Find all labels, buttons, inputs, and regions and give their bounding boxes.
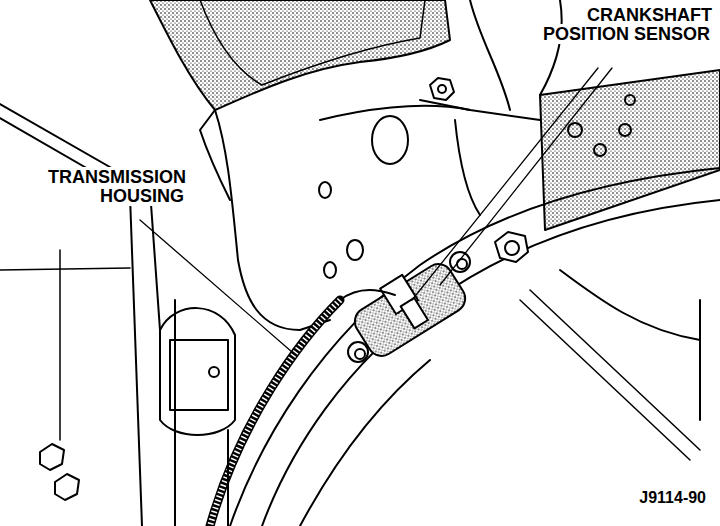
label-text: CRANKSHAFT POSITION SENSOR	[543, 5, 712, 44]
label-text: J9114-90	[637, 489, 708, 506]
part-label: CRANKSHAFT POSITION SENSOR	[530, 6, 712, 44]
part-label: TRANSMISSION HOUSING	[6, 168, 186, 206]
label-text: TRANSMISSION HOUSING	[46, 167, 186, 206]
figure-number: J9114-90	[598, 490, 708, 507]
